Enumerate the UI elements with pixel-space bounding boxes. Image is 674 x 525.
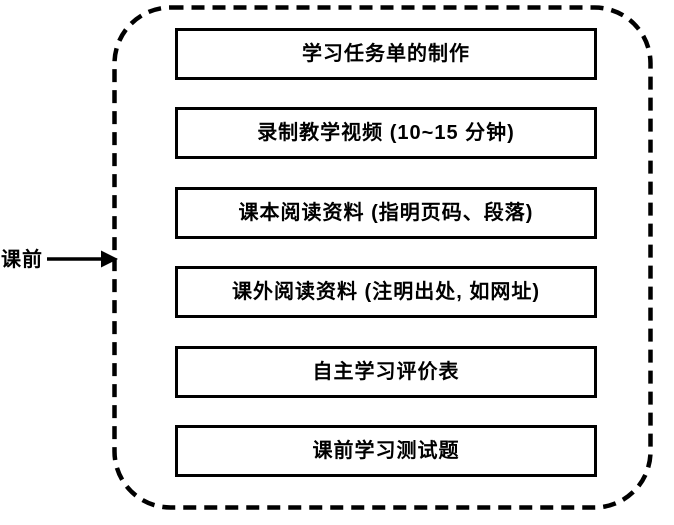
flow-box-label: 课本阅读资料 (指明页码、段落)	[238, 201, 534, 224]
arrow-right-icon	[47, 250, 118, 268]
pre-class-dashed-container	[112, 5, 653, 510]
flow-box: 课本阅读资料 (指明页码、段落)	[175, 186, 597, 239]
flow-box-label: 学习任务单的制作	[302, 43, 470, 65]
flow-box-label: 录制教学视频 (10~15 分钟)	[257, 122, 515, 145]
flow-box-label: 自主学习评价表	[312, 360, 460, 383]
flow-box-list: 学习任务单的制作 录制教学视频 (10~15 分钟) 课本阅读资料 (指明页码、…	[175, 28, 597, 477]
flow-box: 录制教学视频 (10~15 分钟)	[175, 107, 597, 160]
flow-box: 课前学习测试题	[175, 424, 597, 477]
phase-label: 课前	[1, 249, 43, 271]
flow-box: 学习任务单的制作	[175, 28, 597, 80]
flow-box: 课外阅读资料 (注明出处, 如网址)	[175, 266, 597, 319]
flow-box-label: 课外阅读资料 (注明出处, 如网址)	[232, 281, 540, 304]
flow-box: 自主学习评价表	[175, 345, 597, 398]
flow-box-label: 课前学习测试题	[312, 439, 460, 462]
